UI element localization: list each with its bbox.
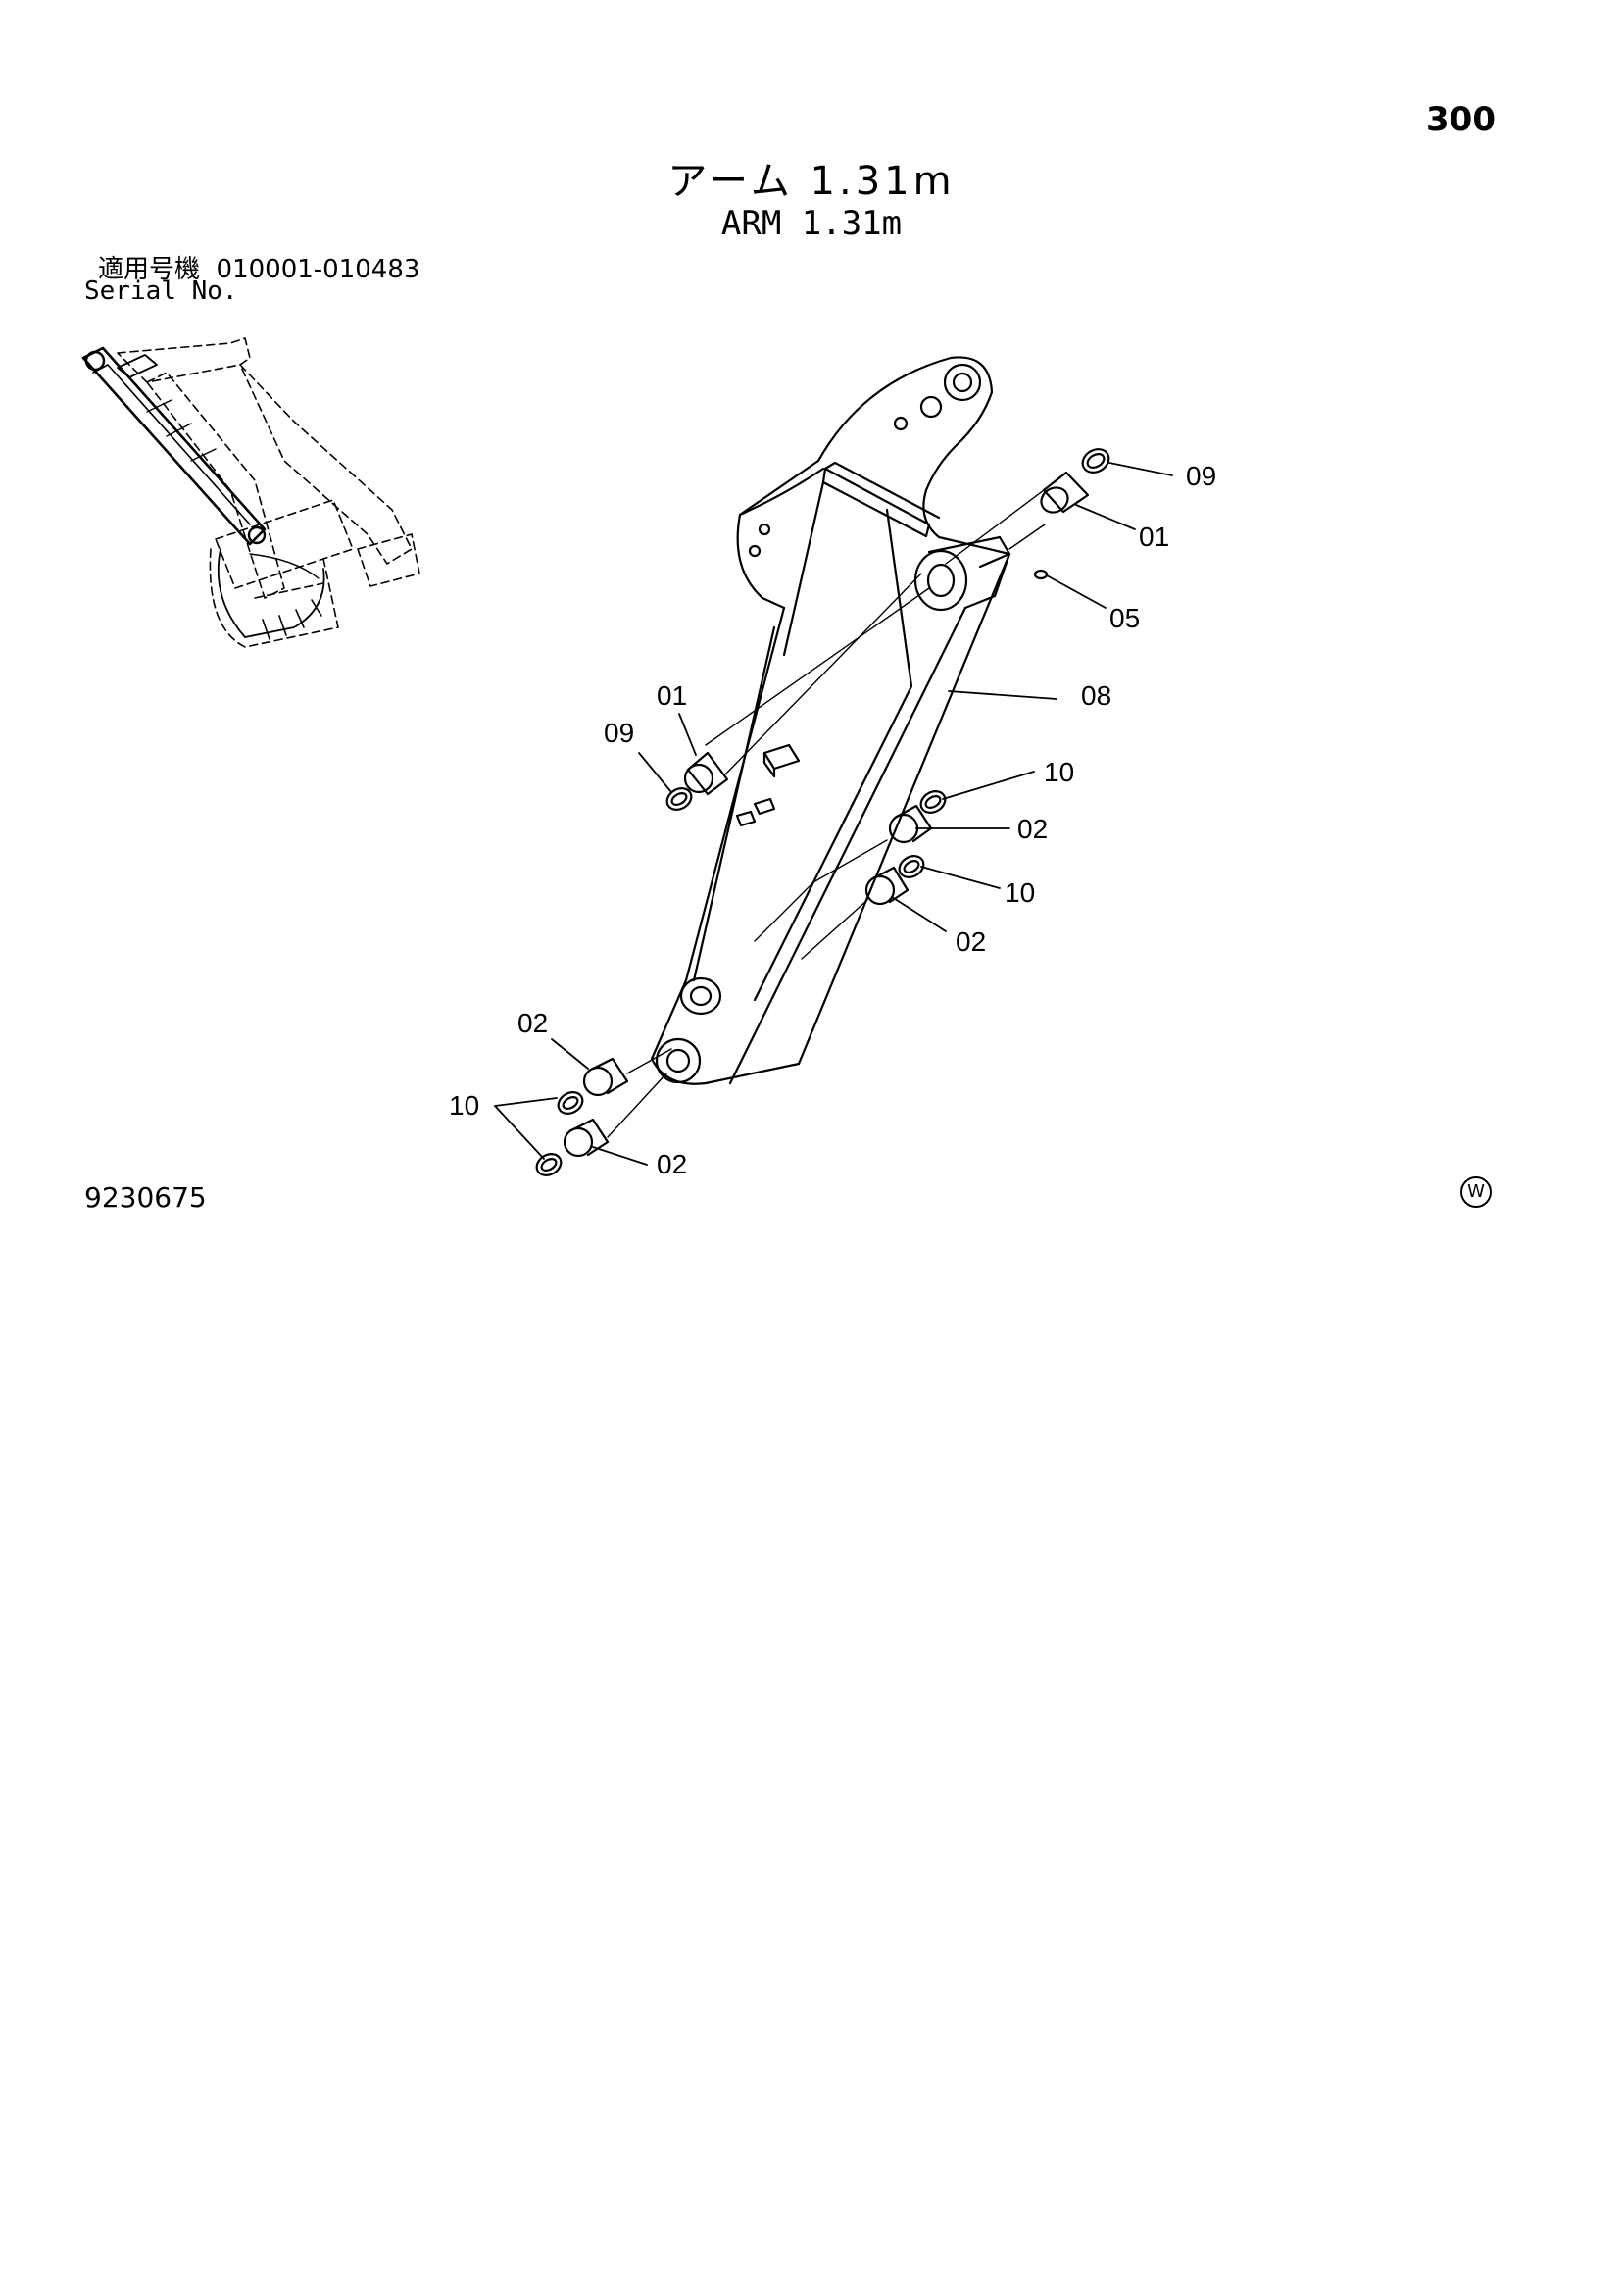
page-number: 300 (1426, 100, 1496, 139)
callout-10-c: 10 (449, 1090, 480, 1121)
assembly-axis-lines (607, 489, 1046, 1138)
callout-09-mid: 09 (604, 718, 635, 748)
diagram-title-japanese: アーム 1.31m (667, 159, 956, 204)
watermark-w-badge: W (1460, 1176, 1492, 1208)
callout-02-a: 02 (1017, 814, 1049, 844)
callout-01-top: 01 (1139, 522, 1170, 552)
callout-09-top: 09 (1186, 461, 1217, 491)
callout-10-b: 10 (1005, 877, 1036, 908)
serial-label-english: Serial No. (84, 276, 238, 306)
callout-02-b: 02 (956, 926, 987, 957)
callout-02-d: 02 (657, 1149, 688, 1179)
callout-01-mid: 01 (657, 680, 688, 711)
serial-label-japanese: 適用号機 010001-010483 (98, 249, 419, 285)
machine-overview-sketch (81, 337, 420, 648)
callout-08: 08 (1081, 680, 1112, 711)
serial-range: 010001-010483 (216, 255, 420, 284)
serial-label-jp-text: 適用号機 (98, 255, 201, 284)
callout-05: 05 (1109, 603, 1141, 633)
drawing-number: 9230675 (84, 1181, 207, 1214)
arm-body (650, 356, 1011, 1085)
leader-lines (494, 462, 1173, 1166)
parts-rings (535, 448, 1110, 1176)
callout-02-c: 02 (517, 1008, 549, 1038)
callout-10-a: 10 (1044, 757, 1075, 787)
diagram-title-english: ARM 1.31m (720, 204, 903, 243)
